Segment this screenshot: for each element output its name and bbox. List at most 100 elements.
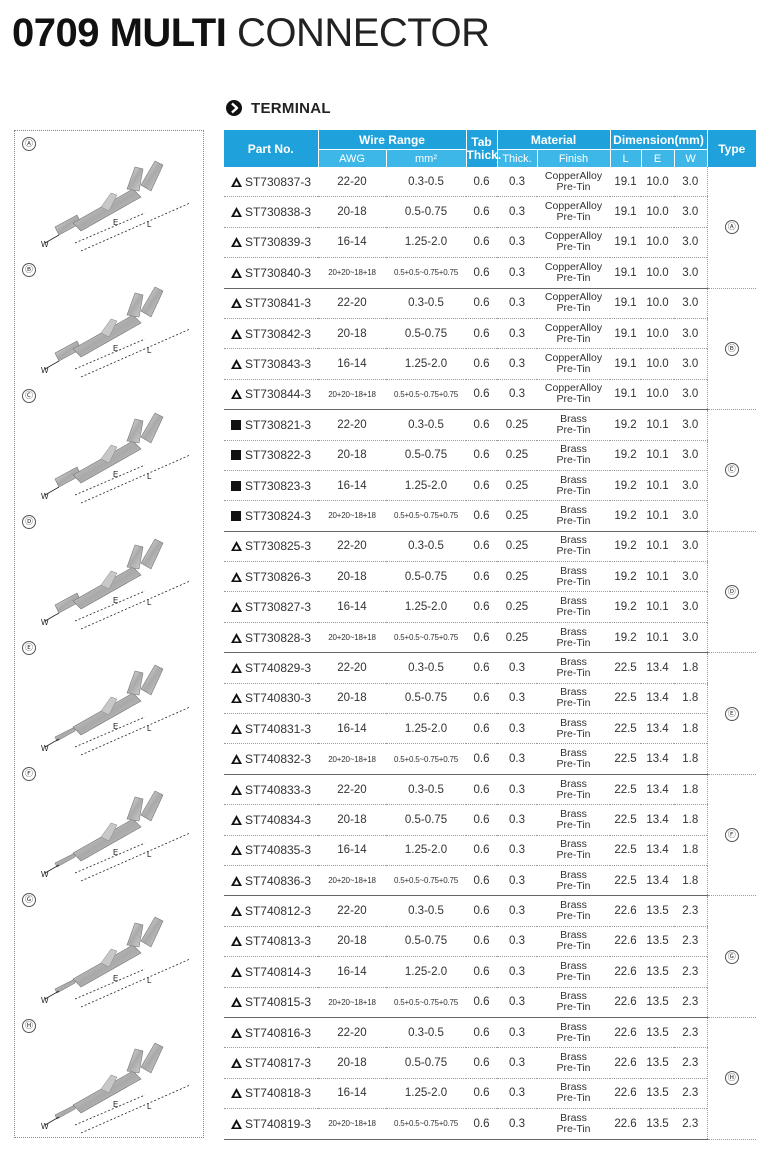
dim-e-cell: 13.4 (641, 683, 675, 715)
dim-w-cell: 3.0 (674, 470, 708, 502)
dim-l-cell: 19.2 (610, 591, 642, 623)
dim-w-cell: 3.0 (674, 379, 708, 411)
image-type-label: Ⓒ (22, 389, 36, 403)
dim-w-cell: 1.8 (674, 652, 708, 684)
finish-plating: Pre-Tin (556, 180, 591, 193)
image-type-label: Ⓑ (22, 263, 36, 277)
header-mm2: mm² (386, 149, 467, 167)
mm2-cell: 0.5-0.75 (386, 926, 466, 958)
awg-cell: 20+20~18+18 (318, 987, 386, 1018)
part-number-cell: ST740836-3 (224, 865, 318, 897)
finish-plating: Pre-Tin (556, 241, 591, 254)
svg-text:L: L (147, 1102, 152, 1111)
mm2-cell: 1.25-2.0 (386, 591, 466, 623)
tab-thick-cell: 0.6 (466, 743, 497, 775)
mm2-cell: 0.5-0.75 (386, 196, 466, 228)
part-number: ST740829-3 (244, 660, 312, 675)
svg-text:L: L (147, 598, 152, 607)
awg-cell: 22-20 (318, 1017, 386, 1049)
square-icon (231, 510, 242, 521)
part-number: ST740834-3 (244, 812, 312, 827)
dim-l-cell: 19.2 (610, 561, 642, 593)
tab-thick-cell: 0.6 (466, 713, 497, 745)
awg-cell: 20+20~18+18 (318, 257, 386, 289)
finish-plating: Pre-Tin (556, 849, 591, 862)
dim-e-cell: 10.0 (641, 196, 675, 228)
awg-cell: 22-20 (318, 167, 386, 198)
dim-l-cell: 19.1 (610, 318, 642, 350)
finish-plating: Pre-Tin (556, 211, 591, 224)
finish-plating: Pre-Tin (556, 271, 591, 284)
mm2-cell: 1.25-2.0 (386, 348, 466, 380)
dim-e-cell: 13.5 (641, 1078, 675, 1110)
part-number-cell: ST740819-3 (224, 1108, 318, 1140)
tab-thick-cell: 0.6 (466, 683, 497, 715)
finish-material: CopperAlloy (544, 382, 603, 395)
mm2-cell: 0.3-0.5 (386, 409, 466, 441)
dim-w-cell: 3.0 (674, 288, 708, 319)
finish-material: Brass (560, 807, 587, 820)
dim-w-cell: 2.3 (674, 1017, 708, 1049)
awg-cell: 22-20 (318, 774, 386, 806)
type-label: Ⓕ (724, 828, 739, 843)
tab-thick-cell: 0.6 (466, 652, 497, 684)
finish-material: CopperAlloy (544, 230, 603, 243)
finish-plating: Pre-Tin (556, 545, 591, 558)
image-type-label: Ⓖ (22, 893, 36, 907)
finish-plating: Pre-Tin (556, 423, 591, 436)
part-number: ST740836-3 (244, 873, 312, 888)
dim-w-cell: 1.8 (674, 743, 708, 775)
dim-l-cell: 22.6 (610, 895, 642, 927)
thick-cell: 0.25 (497, 591, 537, 623)
header-awg: AWG (318, 149, 387, 167)
finish-material: Brass (560, 959, 587, 972)
section-title: TERMINAL (251, 99, 331, 117)
triangle-warning-icon (230, 176, 242, 187)
mm2-cell: 0.3-0.5 (386, 167, 466, 198)
part-number-cell: ST740814-3 (224, 956, 318, 988)
tab-thick-cell: 0.6 (466, 774, 497, 806)
header-part-no: Part No. (224, 130, 319, 167)
dim-l-cell: 22.6 (610, 987, 642, 1018)
tab-thick-cell: 0.6 (466, 865, 497, 897)
triangle-warning-icon (230, 1027, 242, 1038)
type-label: Ⓓ (724, 584, 739, 599)
part-number-cell: ST740812-3 (224, 895, 318, 927)
header-finish: Finish (537, 149, 611, 167)
awg-cell: 20+20~18+18 (318, 500, 386, 532)
svg-text:E: E (113, 848, 118, 857)
part-number-cell: ST740813-3 (224, 926, 318, 958)
dim-w-cell: 3.0 (674, 500, 708, 532)
finish-plating: Pre-Tin (556, 454, 591, 467)
awg-cell: 22-20 (318, 895, 386, 927)
dim-e-cell: 13.4 (641, 835, 675, 866)
svg-text:W: W (41, 618, 49, 627)
dim-e-cell: 10.1 (641, 561, 675, 593)
awg-cell: 16-14 (318, 591, 386, 623)
header-l: L (610, 149, 642, 167)
part-number: ST740814-3 (244, 964, 312, 979)
finish-material: Brass (560, 625, 587, 638)
dim-w-cell: 3.0 (674, 257, 708, 289)
part-number-cell: ST740815-3 (224, 987, 318, 1018)
part-number-cell: ST730824-3 (224, 500, 318, 532)
awg-cell: 20-18 (318, 1047, 386, 1079)
part-number-cell: ST730841-3 (224, 288, 318, 319)
type-label: Ⓐ (724, 220, 739, 235)
part-number: ST730823-3 (244, 478, 312, 493)
arrow-circle-icon (226, 100, 242, 116)
triangle-warning-icon (230, 875, 242, 886)
dim-e-cell: 10.0 (641, 348, 675, 380)
awg-cell: 20-18 (318, 804, 386, 836)
